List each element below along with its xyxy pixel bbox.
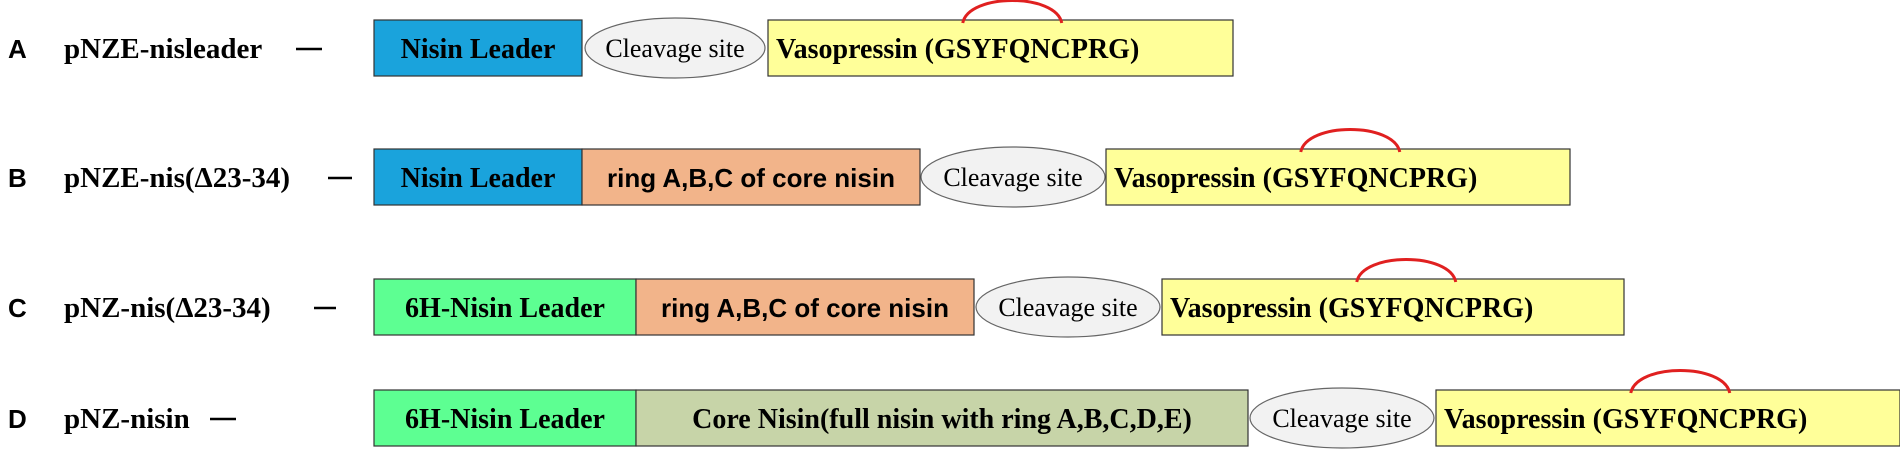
leader-segment	[373, 19, 583, 77]
vasopressin-label: Vasopressin (GSYFQNCPRG)	[1170, 293, 1533, 324]
row-letter: B	[8, 163, 27, 193]
core-segment	[635, 389, 1249, 447]
sequence-prefix: (G	[1319, 293, 1350, 324]
cleavage-site	[920, 146, 1106, 208]
sequence-suffix: PRG)	[1465, 293, 1533, 324]
core-segment	[581, 148, 921, 206]
sequence-prefix: (G	[1593, 404, 1624, 435]
row-letter: D	[8, 404, 27, 434]
cleavage-site	[975, 276, 1161, 338]
construct-name: pNZ-nis(Δ23-34)	[64, 292, 271, 324]
sequence-suffix: PRG)	[1409, 163, 1477, 194]
core-label: Core Nisin(full nisin with ring A,B,C,D,…	[692, 404, 1192, 435]
core-label: ring A,B,C of core nisin	[661, 293, 949, 323]
disulfide-bond-arc	[1629, 369, 1732, 394]
sequence-suffix: PRG)	[1739, 404, 1807, 435]
vasopressin-label: Vasopressin (GSYFQNCPRG)	[1444, 404, 1807, 435]
disulfide-bond-arc	[961, 0, 1064, 24]
core-segment	[635, 278, 975, 336]
vasopressin-name: Vasopressin	[1444, 404, 1593, 435]
sequence-suffix: PRG)	[1071, 34, 1139, 65]
sequence-loop: SYFQNC	[1350, 293, 1465, 324]
construct-name: pNZE-nis(Δ23-34)	[64, 162, 290, 194]
sequence-loop: SYFQNC	[1624, 404, 1739, 435]
cleavage-label: Cleavage site	[1272, 404, 1411, 433]
row-letter: C	[8, 293, 27, 323]
construct-name: pNZE-nisleader	[64, 33, 262, 65]
leader-label: Nisin Leader	[401, 34, 556, 65]
sequence-loop: SYFQNC	[956, 34, 1071, 65]
construct-name: pNZ-nisin	[64, 403, 190, 435]
cleavage-label: Cleavage site	[998, 293, 1137, 322]
sequence-prefix: (G	[925, 34, 956, 65]
leader-label: 6H-Nisin Leader	[405, 293, 605, 324]
cleavage-site	[1249, 387, 1435, 449]
cleavage-site	[584, 17, 766, 79]
core-label: ring A,B,C of core nisin	[607, 163, 895, 193]
leader-label: 6H-Nisin Leader	[405, 404, 605, 435]
vasopressin-label: Vasopressin (GSYFQNCPRG)	[1114, 163, 1477, 194]
leader-label: Nisin Leader	[401, 163, 556, 194]
cleavage-label: Cleavage site	[605, 34, 744, 63]
vasopressin-segment	[1161, 278, 1625, 336]
sequence-loop: SYFQNC	[1294, 163, 1409, 194]
vasopressin-label: Vasopressin (GSYFQNCPRG)	[776, 34, 1139, 65]
vasopressin-segment	[1435, 389, 1900, 447]
leader-segment	[373, 389, 637, 447]
sequence-prefix: (G	[1263, 163, 1294, 194]
vasopressin-name: Vasopressin	[776, 34, 925, 65]
cleavage-label: Cleavage site	[943, 163, 1082, 192]
vasopressin-segment	[767, 19, 1234, 77]
leader-segment	[373, 278, 637, 336]
disulfide-bond-arc	[1299, 128, 1402, 153]
vasopressin-name: Vasopressin	[1114, 163, 1263, 194]
vasopressin-name: Vasopressin	[1170, 293, 1319, 324]
disulfide-bond-arc	[1355, 258, 1458, 283]
row-letter: A	[8, 34, 27, 64]
vasopressin-segment	[1105, 148, 1571, 206]
